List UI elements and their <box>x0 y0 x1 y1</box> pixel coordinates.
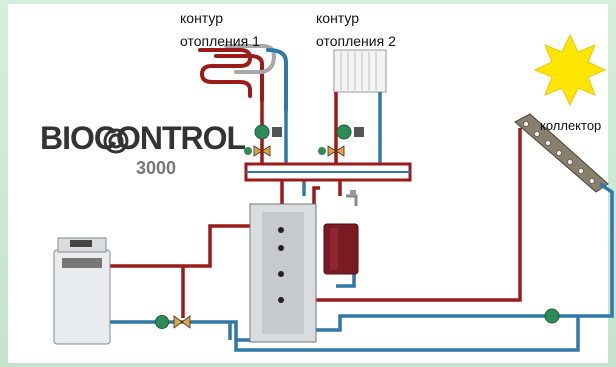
tap-icon <box>346 190 358 206</box>
circuit-1-label-line1: контур <box>180 10 223 26</box>
circuit-2-label-line2: отопления 2 <box>316 33 396 49</box>
pump-boiler <box>155 315 169 329</box>
circuit-1-label-line2: отопления 1 <box>180 33 260 49</box>
hot-water-tank <box>323 223 359 275</box>
valve-boiler <box>173 315 191 329</box>
valve-circuit-2 <box>318 145 345 157</box>
pump-circuit-2 <box>336 124 364 140</box>
pump-circuit-1 <box>254 124 282 140</box>
distribution-manifold <box>244 162 412 182</box>
brand-name: BIOCONTROL <box>40 120 246 156</box>
pump-solar <box>544 308 560 324</box>
radiator-icon <box>333 49 387 93</box>
boiler-icon <box>53 237 111 345</box>
circuit-2-label-line1: контур <box>316 10 359 26</box>
brand-logo: BIOCONTROL 3000 <box>40 120 246 178</box>
floor-heating-coil <box>198 44 288 112</box>
buffer-tank <box>249 203 317 343</box>
collector-label: коллектор <box>540 118 602 133</box>
valve-circuit-1 <box>244 145 271 157</box>
solar-collector <box>514 113 609 193</box>
logo-ring-icon <box>103 128 129 154</box>
sun-icon <box>533 33 607 107</box>
brand-model: 3000 <box>136 158 177 178</box>
